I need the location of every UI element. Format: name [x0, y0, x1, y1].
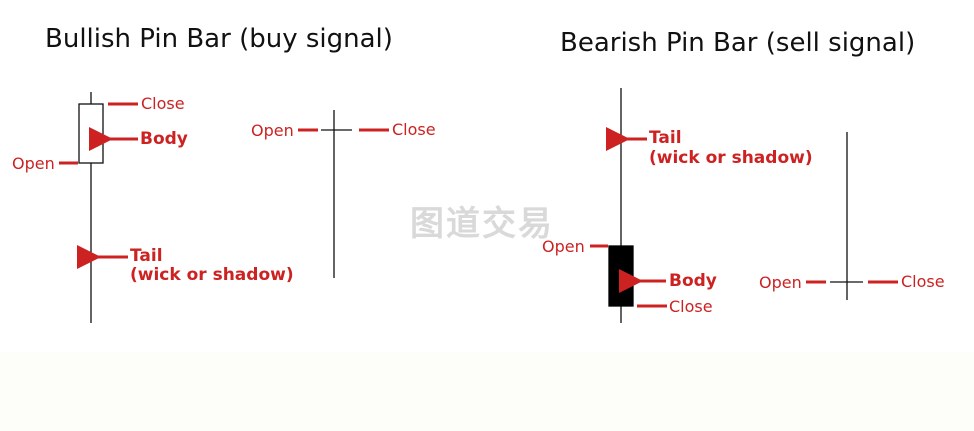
bearish-tail-sublabel: (wick or shadow) — [649, 148, 813, 168]
bearish-body-label: Body — [669, 271, 717, 291]
bearish-title: Bearish Pin Bar (sell signal) — [560, 28, 916, 58]
bullish-doji-close-label: Close — [392, 120, 436, 139]
bullish-tail-label: Tail — [130, 246, 163, 266]
bullish-doji-open-label: Open — [251, 121, 294, 140]
bullish-body-label: Body — [140, 129, 188, 149]
bullish-pin-bar — [59, 92, 138, 323]
bearish-tail-label: Tail — [649, 128, 682, 148]
bullish-doji — [298, 110, 389, 278]
bearish-close-label: Close — [669, 297, 713, 316]
bearish-doji-open-label: Open — [759, 273, 802, 292]
bullish-title: Bullish Pin Bar (buy signal) — [45, 24, 393, 54]
bearish-open-label: Open — [542, 237, 585, 256]
bearish-body — [608, 245, 634, 307]
bullish-tail-sublabel: (wick or shadow) — [130, 265, 294, 285]
bullish-open-label: Open — [12, 154, 55, 173]
bullish-body — [78, 103, 104, 164]
bullish-close-label: Close — [141, 94, 185, 113]
bearish-doji — [806, 132, 898, 300]
bottom-band — [0, 352, 974, 431]
bearish-pin-bar — [590, 88, 667, 323]
watermark: 图道交易 — [410, 204, 554, 244]
bearish-doji-close-label: Close — [901, 272, 945, 291]
